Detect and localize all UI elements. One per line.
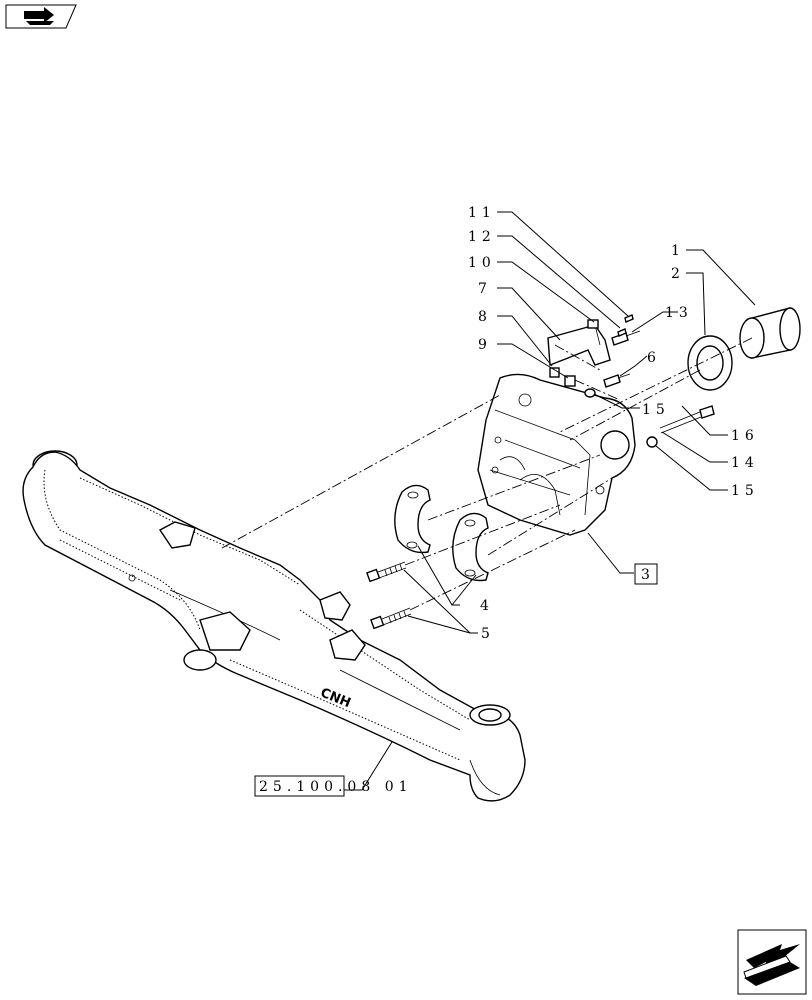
callout-16: 16 — [731, 428, 759, 444]
callout-9: 9 — [478, 337, 492, 353]
callout-12: 12 — [468, 229, 496, 245]
forward-page-icon[interactable] — [5, 4, 77, 29]
screw — [603, 373, 631, 388]
callout-7: 7 — [478, 281, 492, 297]
bolt — [366, 561, 407, 583]
pivot-bracket — [477, 373, 636, 536]
callout-10: 10 — [468, 255, 496, 271]
clip — [587, 319, 599, 329]
washer — [584, 388, 658, 448]
callout-4: 4 — [480, 598, 494, 614]
callout-1: 1 — [671, 243, 685, 259]
previous-page-icon[interactable] — [737, 929, 807, 995]
callout-5: 5 — [481, 626, 495, 642]
bushing — [739, 307, 801, 359]
callout-3: 3 — [641, 567, 655, 583]
callout-14: 14 — [731, 455, 759, 471]
clamp-half — [394, 484, 431, 554]
callout-13: 13 — [665, 305, 693, 321]
pin — [617, 314, 634, 337]
long-bolt — [659, 405, 715, 434]
callout-8: 8 — [478, 309, 492, 325]
callout-2: 2 — [671, 266, 685, 282]
callout-3-box: 3 — [634, 563, 658, 585]
reference-box: 25.100.08 01 — [254, 775, 413, 797]
reference-number: 25.100.08 01 — [259, 779, 413, 795]
thrust-washer — [687, 335, 733, 391]
callout-11: 11 — [468, 205, 496, 221]
axle-housing: CNH — [22, 450, 526, 802]
callout-15-upper: 15 — [642, 402, 670, 418]
callout-15-lower: 15 — [731, 483, 759, 499]
callout-6: 6 — [647, 350, 661, 366]
bolt — [370, 607, 412, 630]
clamp-half — [452, 512, 489, 582]
leader-lines — [344, 211, 756, 791]
support-plate — [547, 324, 611, 366]
